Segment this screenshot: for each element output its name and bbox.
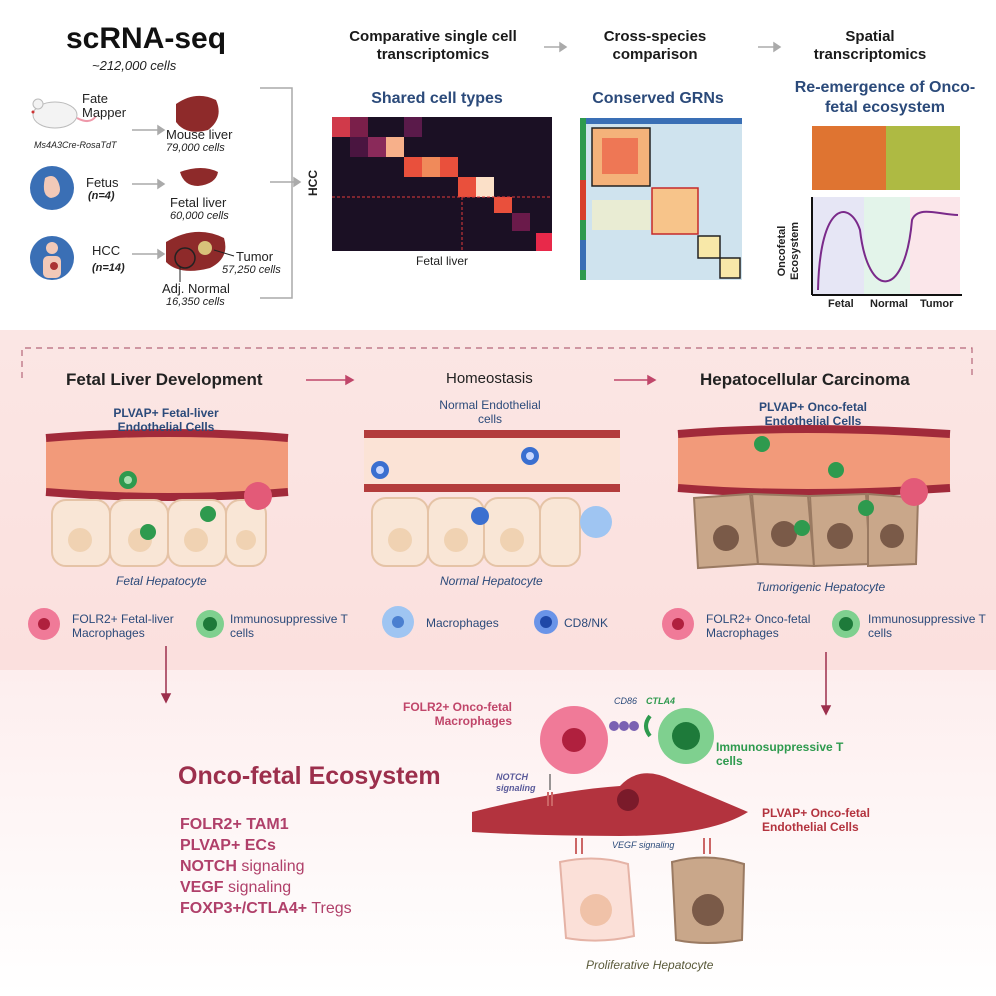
hcc-n: (n=14)	[92, 262, 125, 274]
cells-total: ~212,000 cells	[92, 58, 177, 73]
mouse-strain: Ms4A3Cre-RosaTdT	[34, 140, 117, 150]
col2-endo: Normal Endothelial cells	[439, 398, 541, 426]
conserved-grn-heatmap	[580, 118, 742, 280]
mouse-liver-cells: 79,000 cells	[166, 142, 225, 154]
ecosystem-item: VEGF signaling	[180, 879, 292, 896]
fetal-liver-icon	[180, 168, 218, 186]
top-illustrations	[30, 41, 782, 299]
col2-title: Homeostasis	[446, 370, 533, 387]
fetal-vessel	[45, 429, 289, 501]
col2-hep: Normal Hepatocyte	[440, 574, 543, 588]
col3-leg1: FOLR2+ Onco-fetal Macrophages	[706, 612, 811, 640]
col3-leg2: Immunosuppressive T cells	[868, 612, 986, 640]
normal-vessel	[364, 430, 620, 492]
ec-label: PLVAP+ Onco-fetal Endothelial Cells	[762, 806, 870, 834]
col1-title: Fetal Liver Development	[66, 370, 263, 389]
ec-cell	[472, 773, 748, 836]
step1-title: Comparative single cell transcriptomics	[349, 28, 517, 63]
notch-label: NOTCH signaling	[496, 772, 536, 793]
col3-hep: Tumorigenic Hepatocyte	[756, 580, 886, 594]
mouse-liver-icon	[176, 95, 219, 132]
ecosystem-item: NOTCH signaling	[180, 858, 305, 875]
heat2-title: Conserved GRNs	[592, 90, 724, 107]
adj-normal-label: Adj. Normal	[162, 281, 230, 296]
ctla4-label: CTLA4	[646, 696, 675, 706]
curve-x-normal: Normal	[870, 298, 908, 310]
col2-leg1: Macrophages	[426, 616, 499, 630]
scrna-title: scRNA-seq	[66, 22, 227, 55]
heat3-title: Re-emergence of Onco-fetal ecosystem	[794, 79, 976, 116]
vegf-label: VEGF signaling	[612, 840, 675, 850]
fetal-macrophage	[244, 482, 272, 510]
ecosystem-list: FOLR2+ TAM1 PLVAP+ ECs NOTCH signaling V…	[180, 814, 352, 919]
hcc-liver-icon	[166, 231, 226, 271]
hcc-vessel	[677, 425, 951, 497]
hcc-label: HCC	[92, 243, 121, 258]
mouse-icon	[31, 98, 97, 129]
ecosystem-item: PLVAP+ ECs	[180, 837, 276, 854]
col3-title: Hepatocellular Carcinoma	[700, 370, 910, 389]
col2-leg2: CD8/NK	[564, 616, 609, 630]
curve-x-tumor: Tumor	[920, 298, 954, 310]
fate-mapper-label: Fate Mapper	[82, 91, 127, 120]
heat1-xlabel: Fetal liver	[415, 254, 468, 268]
col1-leg2: Immunosuppressive T cells	[230, 612, 348, 640]
step2-title: Cross-species comparison	[603, 28, 707, 63]
tcell-label: Immunosuppressive T cells	[716, 740, 844, 768]
heat1-title: Shared cell types	[371, 90, 503, 107]
col1-hep: Fetal Hepatocyte	[116, 574, 207, 588]
tumor-cells: 57,250 cells	[222, 264, 281, 276]
shared-celltypes-heatmap	[332, 117, 552, 251]
mac-label: FOLR2+ Onco-fetal Macrophages	[402, 700, 512, 728]
col3-endo: PLVAP+ Onco-fetal Endothelial Cells	[759, 400, 867, 428]
fetus-label: Fetus	[86, 175, 119, 190]
fetal-liver-cells: 60,000 cells	[170, 210, 229, 222]
cd86-label: CD86	[614, 696, 638, 706]
spatial-plot	[811, 126, 962, 296]
fetus-n: (n=4)	[88, 190, 115, 202]
normal-macrophage	[580, 506, 612, 538]
curve-x-fetal: Fetal	[828, 298, 854, 310]
tumor-label: Tumor	[236, 249, 274, 264]
mouse-liver-label: Mouse liver	[166, 127, 233, 142]
col1-endo: PLVAP+ Fetal-liver Endothelial Cells	[113, 406, 219, 434]
fetal-liver-label: Fetal liver	[170, 195, 227, 210]
ecosystem-item: FOXP3+/CTLA4+ Tregs	[180, 900, 352, 917]
ecosystem-item: FOLR2+ TAM1	[180, 816, 289, 833]
middle-graphics	[21, 347, 973, 640]
col1-leg1: FOLR2+ Fetal-liver Macrophages	[72, 612, 174, 640]
step3-title: Spatial transcriptomics	[813, 28, 927, 63]
normal-hepatocytes	[371, 497, 581, 567]
hcc-macrophage	[900, 478, 928, 506]
prolif-label: Proliferative Hepatocyte	[586, 958, 714, 972]
adj-normal-cells: 16,350 cells	[166, 296, 225, 308]
ecosystem-title: Onco-fetal Ecosystem	[178, 762, 441, 790]
